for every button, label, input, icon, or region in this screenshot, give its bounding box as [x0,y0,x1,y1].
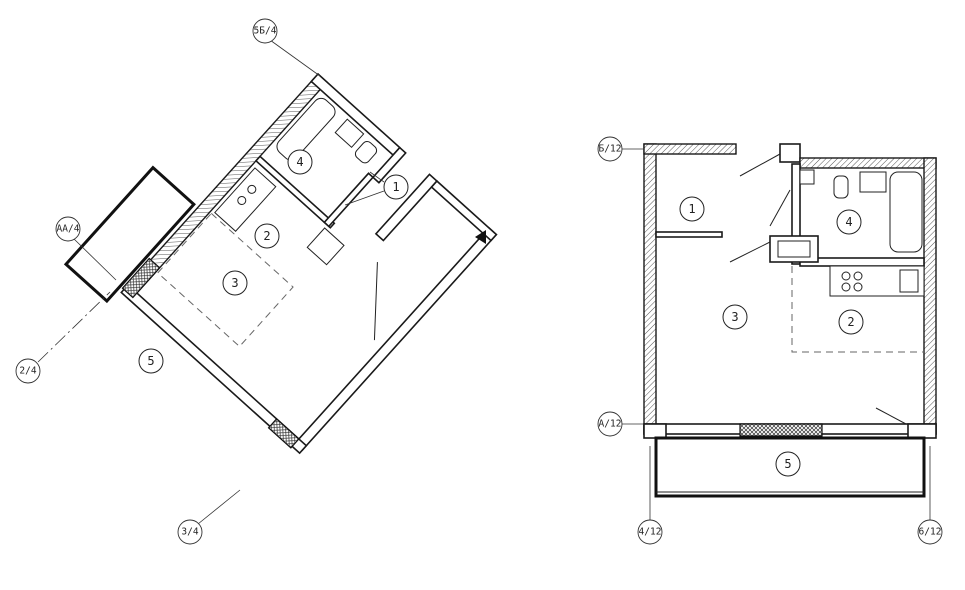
right-kitchen-zone [791,266,924,353]
right-sink [859,171,887,193]
left-axes: 5Б/4 АА/4 2/4 3/4 [15,18,321,545]
left-bath-side [323,172,375,228]
left-room-labels: 1 2 3 4 5 [138,149,409,374]
right-top-wall-b [779,143,801,163]
axis-34-label: 3/4 [181,527,198,538]
right-left-wall [643,143,657,435]
axis-24-label: 2/4 [19,366,36,377]
left-window-block [121,257,161,299]
right-bottom-left-pier [643,423,667,439]
axis-6-12-label: 6/12 [919,527,942,538]
left-kitchen-counter [214,167,277,232]
right-top-wall-c [799,157,937,169]
left-corridor-wall [374,173,439,242]
left-sink [334,118,365,149]
axis-a12-label: А/12 [599,419,622,430]
right-room-labels: 1 2 3 4 5 [679,196,864,477]
right-bath-left-wall [791,163,801,265]
right-top-wall [643,143,737,155]
left-room-1-label: 1 [392,180,399,194]
right-room-4-label: 4 [845,215,852,229]
left-room-3-label: 3 [231,276,238,290]
right-kitchen-sink [899,269,919,293]
right-room-3-label: 3 [731,310,738,324]
right-window [739,423,823,437]
left-toilet [354,140,378,164]
plan-left: 1 2 3 4 5 5Б/4 АА/4 2/4 [15,18,498,545]
left-window-block-2 [267,418,300,449]
left-bathtub [276,97,336,161]
left-shaft [306,227,345,266]
left-entry-top [430,179,498,242]
right-hall-partition [655,231,723,238]
left-balcony [63,165,196,304]
right-room-2-label: 2 [847,315,854,329]
axis-aa4-label: АА/4 [57,224,80,235]
right-balcony [654,436,926,498]
left-room-4-label: 4 [296,155,303,169]
right-bottom-right-pier [907,423,937,439]
left-room-5-label: 5 [147,354,154,368]
right-room-1-label: 1 [688,202,695,216]
right-toilet [833,175,849,199]
axis-5b4-label: 5Б/4 [254,26,277,37]
right-shaft-inner [777,240,811,258]
axis-b12-label: Б/12 [599,144,622,155]
right-bathtub [889,171,923,253]
right-vent [799,169,815,185]
right-axes: Б/12 А/12 4/12 6/12 [597,136,943,545]
axis-4-12-label: 4/12 [639,527,662,538]
left-kitchen-zone [157,212,294,348]
left-bath-partition [254,155,336,229]
left-entrance-arrow [475,230,486,244]
left-room-2-label: 2 [263,229,270,243]
plan-right: 1 2 3 4 5 Б/12 А/12 4/12 6/12 [597,136,943,545]
left-entry-wall [371,146,407,184]
right-right-wall [923,157,937,435]
right-room-5-label: 5 [784,457,791,471]
